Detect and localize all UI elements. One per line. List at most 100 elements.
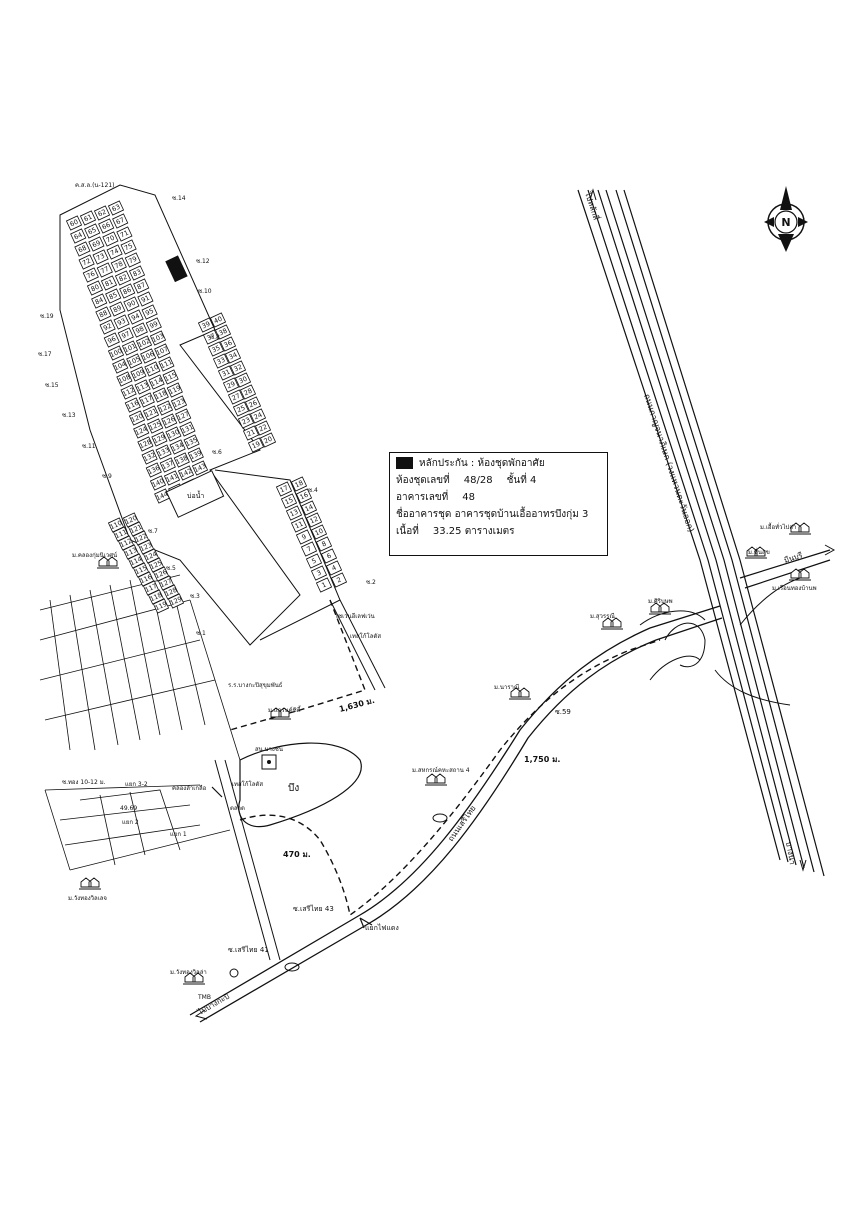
svg-text:36: 36: [223, 339, 234, 350]
plot-cell: 3: [310, 565, 328, 581]
neighborhood-grid: [39, 574, 241, 761]
vertical-road-2: [224, 759, 281, 961]
legend-title-value: ห้องชุดพักอาศัย: [477, 458, 545, 469]
svg-text:24: 24: [253, 411, 264, 422]
label-to-bangna: บางนา: [784, 841, 797, 866]
soi-label: ซ.8: [210, 334, 220, 341]
plot-cell: 118: [147, 589, 165, 605]
arrow-bangna: [799, 859, 807, 872]
svg-text:73: 73: [95, 252, 106, 263]
svg-text:26: 26: [248, 399, 259, 410]
plot-cell: 63: [107, 200, 125, 216]
plot-cell: 127: [175, 408, 192, 424]
label-711: เซเว่นอีเลฟเว่น: [336, 612, 375, 620]
plot-cell: 113: [122, 544, 140, 560]
legend-title-row: หลักประกัน : ห้องชุดพักอาศัย: [396, 455, 601, 472]
plot-cell: 131: [179, 421, 196, 437]
plot-cell: 74: [106, 244, 123, 260]
label-expressway: ถนนกาญจนาภิเษก (วงแหวนตะวันออก): [641, 393, 695, 534]
svg-text:106: 106: [141, 350, 156, 363]
svg-text:10: 10: [314, 527, 325, 538]
main-road: [189, 605, 723, 1023]
svg-text:101: 101: [123, 342, 138, 355]
label-b1: ม.คลองกุ่มนิเวศน์: [72, 551, 117, 559]
svg-text:102: 102: [137, 337, 152, 350]
plot-cell: 115: [162, 369, 179, 385]
plot-cell: 144: [154, 488, 171, 504]
svg-text:138: 138: [174, 454, 189, 467]
svg-text:28: 28: [243, 387, 254, 398]
label-distance-1: 1,630 ม.: [338, 696, 375, 714]
svg-text:29: 29: [226, 380, 237, 391]
legend-floor-value: 4: [529, 475, 537, 486]
svg-text:82: 82: [118, 273, 129, 284]
plot-cell: 134: [169, 439, 186, 455]
label-church: สน.บางชัน: [255, 746, 283, 753]
plot-cell: 100: [107, 345, 125, 361]
svg-text:124: 124: [134, 425, 149, 438]
svg-text:128: 128: [138, 438, 153, 451]
plot-cell: 125: [147, 418, 164, 434]
plot-cell: 111: [158, 356, 175, 372]
label-tesco-1: เทสโก้โลตัส: [350, 632, 381, 640]
plot-cell: 101: [121, 340, 139, 356]
plot-cell: 2: [330, 572, 348, 588]
soi-label: ซ.6: [212, 449, 222, 456]
plot-cell: 119: [152, 598, 170, 614]
svg-text:122: 122: [158, 402, 173, 415]
lake-shape: [238, 742, 362, 828]
plot-cell: 62: [93, 205, 111, 221]
label-b11: ม.วังทองวิลล่า: [170, 969, 207, 976]
svg-text:25: 25: [236, 404, 247, 415]
house-icon: [509, 687, 531, 700]
svg-text:31: 31: [221, 368, 232, 379]
housing-project: [59, 184, 341, 646]
svg-text:97: 97: [120, 330, 131, 341]
plot-cell: 139: [187, 447, 204, 463]
plot-cell: 97: [117, 327, 134, 343]
svg-text:112: 112: [121, 386, 136, 399]
soi-label: ซ.19: [40, 313, 54, 320]
plot-cell: 37: [202, 329, 220, 345]
plot-cell: 83: [128, 265, 146, 281]
svg-text:133: 133: [156, 446, 171, 459]
label-khlong: คลองลำเกลือ: [172, 784, 207, 792]
svg-text:1: 1: [320, 580, 327, 589]
plot-cell: 105: [126, 353, 143, 369]
church-dot: [267, 760, 271, 764]
label-b16: แยก 3-2: [125, 781, 148, 788]
bottom-left-grid: [44, 784, 231, 871]
legend-condo-label: ชื่ออาคารชุด: [396, 509, 452, 520]
svg-text:127: 127: [176, 410, 191, 423]
svg-text:98: 98: [134, 325, 145, 336]
plot-cell: 32: [229, 360, 247, 376]
plot-cell: 102: [135, 335, 153, 351]
svg-text:84: 84: [94, 296, 105, 307]
vertical-road: [214, 759, 271, 961]
plot-cell: 20: [259, 432, 277, 448]
soi-label: ซ.9: [102, 473, 112, 480]
plot-cell: 106: [140, 348, 157, 364]
plot-cell: 108: [116, 371, 133, 387]
svg-text:94: 94: [130, 312, 141, 323]
svg-text:66: 66: [101, 221, 112, 232]
svg-text:12: 12: [309, 515, 320, 526]
svg-text:7: 7: [305, 544, 312, 553]
svg-text:77: 77: [99, 265, 110, 276]
label-b3: ม.สหกรณ์คหะสถาน 4: [412, 766, 470, 774]
svg-text:135: 135: [184, 436, 199, 449]
svg-text:131: 131: [180, 423, 195, 436]
svg-text:74: 74: [109, 247, 120, 258]
esso-badge-1: [432, 813, 448, 823]
label-to-minburi: มีนบุรี: [783, 551, 804, 565]
plot-cell: 7: [300, 541, 318, 557]
svg-text:114: 114: [149, 376, 164, 389]
svg-text:70: 70: [105, 234, 116, 245]
svg-text:80: 80: [90, 283, 101, 294]
plot-cell: 12: [305, 512, 323, 528]
plot-cell: 117: [142, 580, 160, 596]
plot-cell: 104: [112, 358, 129, 374]
soi-label: ซ.2: [366, 579, 376, 586]
label-b4: ม.นาราณี: [494, 683, 520, 691]
soi-label: ซ.4: [308, 487, 318, 494]
